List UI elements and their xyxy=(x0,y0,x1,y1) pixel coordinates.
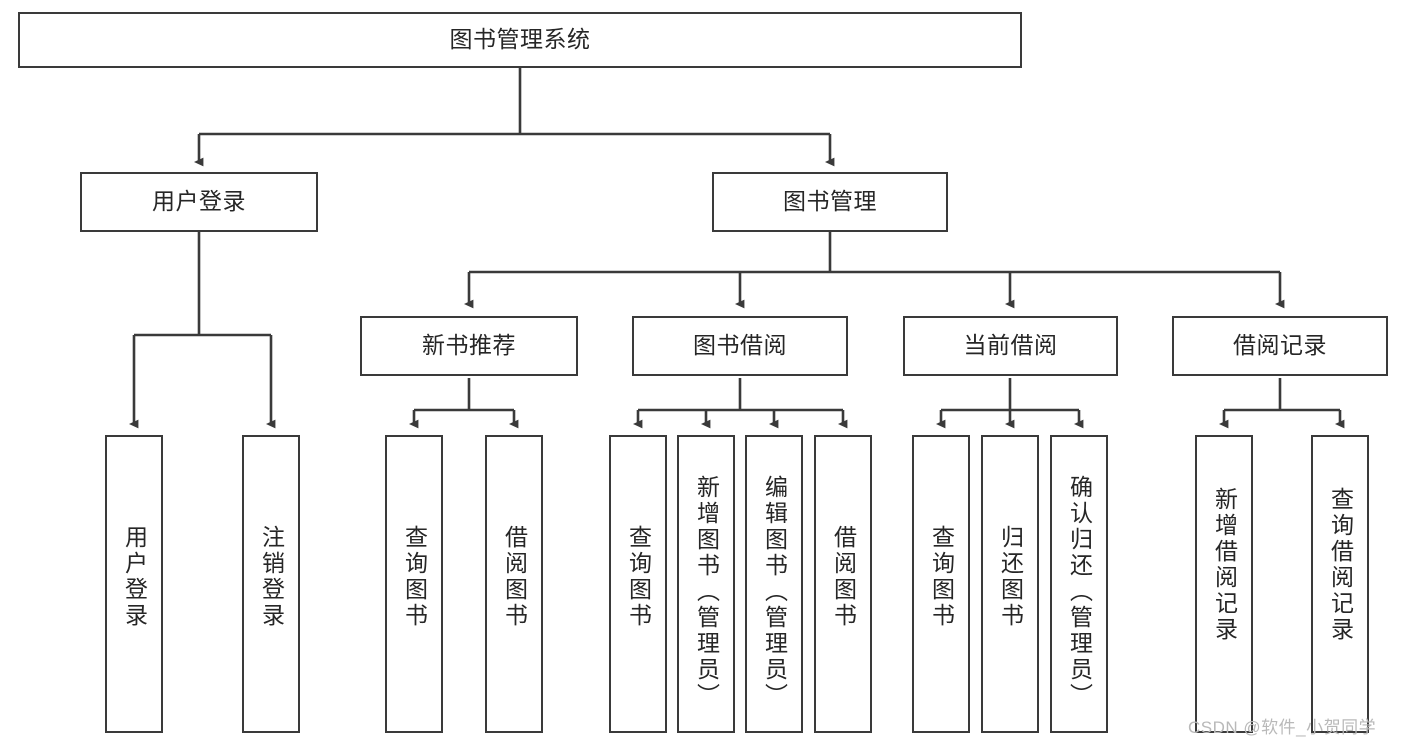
node-book-borrow[interactable]: 图书借阅 xyxy=(632,316,848,376)
leaf-current-borrow-return-book[interactable]: 归还图书 xyxy=(981,435,1039,733)
node-label: 新增借阅记录 xyxy=(1211,487,1238,643)
node-label: 注销登录 xyxy=(258,525,285,629)
node-label: 查询借阅记录 xyxy=(1327,487,1354,643)
leaf-new-book-query-book[interactable]: 查询图书 xyxy=(385,435,443,733)
leaf-new-book-borrow-book[interactable]: 借阅图书 xyxy=(485,435,543,733)
node-label: 借阅图书 xyxy=(501,525,528,629)
node-label: 用户登录 xyxy=(152,188,246,215)
leaf-user-login-login[interactable]: 用户登录 xyxy=(105,435,163,733)
node-label: 查询图书 xyxy=(401,525,428,629)
node-borrow-record[interactable]: 借阅记录 xyxy=(1172,316,1388,376)
node-label: 查询图书 xyxy=(928,525,955,629)
node-new-book-recommend[interactable]: 新书推荐 xyxy=(360,316,578,376)
leaf-book-borrow-edit-book-admin[interactable]: 编辑图书（管理员） xyxy=(745,435,803,733)
leaf-book-borrow-borrow-book[interactable]: 借阅图书 xyxy=(814,435,872,733)
node-label: 图书管理系统 xyxy=(449,26,591,53)
watermark-csdn: CSDN @软件_小贺同学 xyxy=(1188,718,1377,737)
node-label: 借阅图书 xyxy=(830,525,857,629)
leaf-borrow-record-query-record[interactable]: 查询借阅记录 xyxy=(1311,435,1369,733)
node-user-login[interactable]: 用户登录 xyxy=(80,172,318,232)
node-label: 用户登录 xyxy=(121,525,148,629)
node-label: 图书借阅 xyxy=(693,332,787,359)
node-label: 编辑图书（管理员） xyxy=(761,475,788,709)
node-root-library-system[interactable]: 图书管理系统 xyxy=(18,12,1022,68)
leaf-current-borrow-query-book[interactable]: 查询图书 xyxy=(912,435,970,733)
node-label: 借阅记录 xyxy=(1233,332,1327,359)
leaf-borrow-record-add-record[interactable]: 新增借阅记录 xyxy=(1195,435,1253,733)
node-current-borrow[interactable]: 当前借阅 xyxy=(903,316,1118,376)
node-label: 新增图书（管理员） xyxy=(693,475,720,709)
node-book-management[interactable]: 图书管理 xyxy=(712,172,948,232)
node-label: 查询图书 xyxy=(625,525,652,629)
node-label: 新书推荐 xyxy=(422,332,516,359)
node-label: 图书管理 xyxy=(783,188,877,215)
leaf-book-borrow-add-book-admin[interactable]: 新增图书（管理员） xyxy=(677,435,735,733)
leaf-user-login-logout[interactable]: 注销登录 xyxy=(242,435,300,733)
node-label: 当前借阅 xyxy=(963,332,1058,359)
node-label: 确认归还（管理员） xyxy=(1066,475,1093,709)
leaf-current-borrow-confirm-return-admin[interactable]: 确认归还（管理员） xyxy=(1050,435,1108,733)
node-label: 归还图书 xyxy=(997,525,1024,629)
leaf-book-borrow-query-book[interactable]: 查询图书 xyxy=(609,435,667,733)
